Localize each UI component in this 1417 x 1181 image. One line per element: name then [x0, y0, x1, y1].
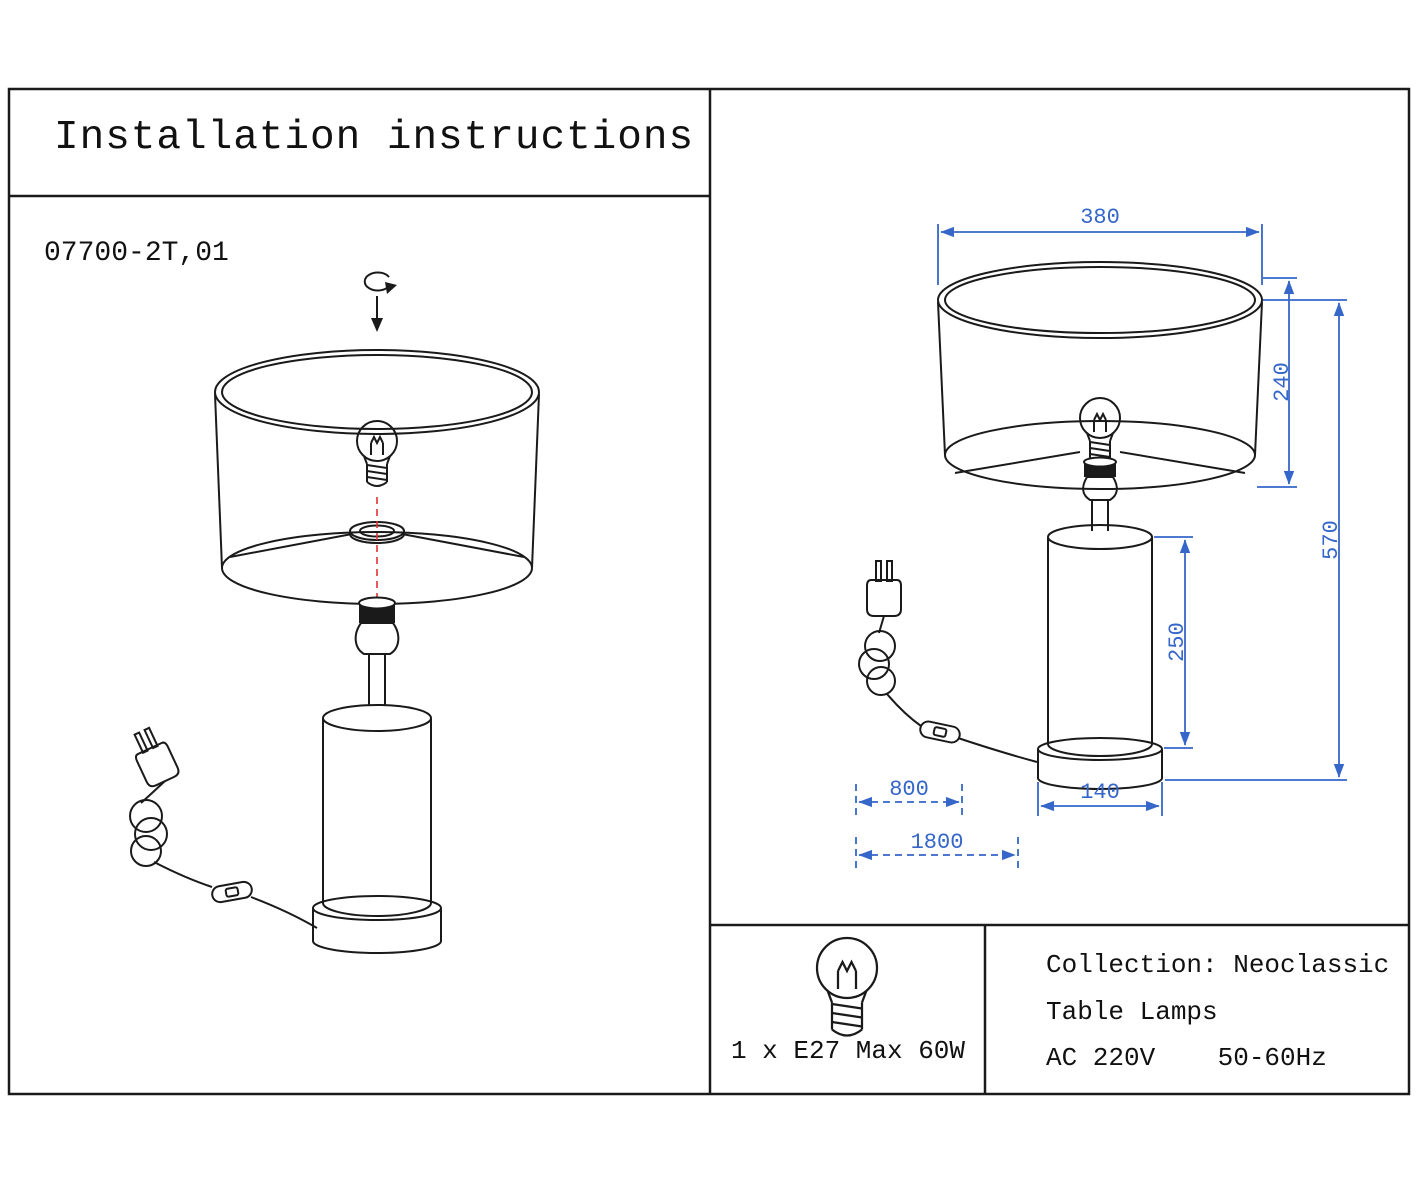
socket-assembled — [1082, 456, 1118, 501]
dim-switch-distance: 800 — [889, 777, 929, 802]
frame-borders — [7, 87, 1411, 1096]
power-cord-assembled — [858, 615, 1038, 763]
dimension-view-diagram — [858, 261, 1263, 790]
lamp-body — [322, 654, 432, 917]
dim-cord-length: 1800 — [910, 830, 964, 855]
lamp-body-assembled — [1047, 500, 1153, 757]
dim-shade-diameter: 380 — [1080, 205, 1120, 230]
spec-bulb-icon — [815, 936, 879, 1037]
bulb-spec: 1 x E27 Max 60W — [730, 1036, 966, 1066]
lamp-base-assembled — [1037, 737, 1163, 790]
power-cord — [129, 780, 318, 929]
light-bulb-icon — [356, 420, 398, 487]
power-plug-icon — [125, 723, 182, 790]
dim-base-diameter: 140 — [1080, 780, 1120, 805]
lampshade-assembled — [937, 261, 1263, 490]
dim-shade-height: 240 — [1270, 362, 1295, 402]
lamp-socket — [354, 596, 400, 655]
rotation-arrow-icon — [363, 271, 397, 332]
collection-line: Collection: Neoclassic — [1046, 950, 1390, 980]
lamp-base — [312, 895, 442, 954]
inline-switch-assembled-icon — [917, 719, 963, 745]
page-title: Installation instructions — [54, 115, 695, 161]
dimension-lines — [855, 224, 1347, 871]
model-number: 07700-2T,01 — [44, 238, 229, 269]
dim-total-height: 570 — [1319, 520, 1344, 560]
type-line: Table Lamps — [1046, 997, 1218, 1027]
exploded-view-diagram — [125, 271, 540, 954]
inline-switch-icon — [209, 879, 255, 905]
dim-body-height: 250 — [1165, 622, 1190, 662]
dim-1800-lines — [855, 837, 1019, 871]
dim-800-lines — [855, 784, 963, 820]
light-bulb-assembled-icon — [1079, 397, 1121, 464]
power-plug-assembled-icon — [866, 560, 902, 617]
lampshade — [214, 349, 540, 605]
power-line: AC 220V 50-60Hz — [1046, 1043, 1327, 1073]
